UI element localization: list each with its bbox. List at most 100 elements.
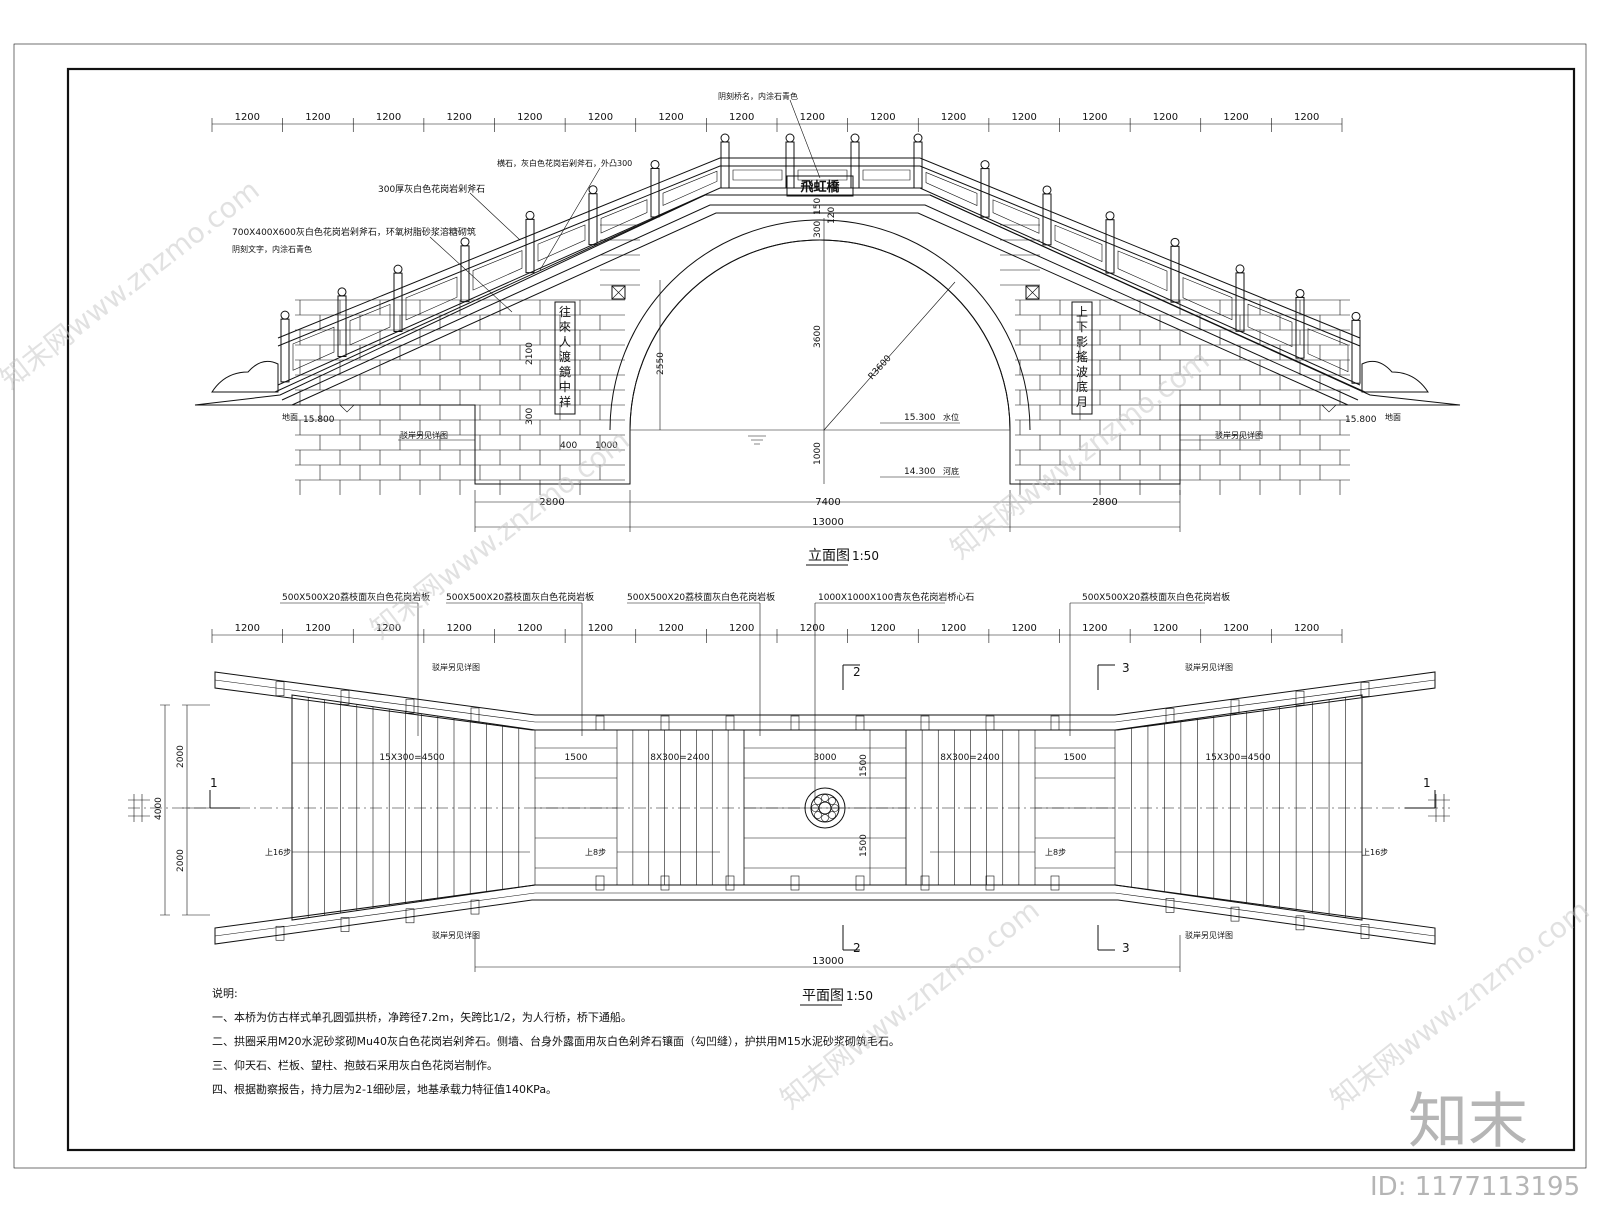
leader-cap — [539, 167, 601, 271]
railing-panel — [662, 170, 718, 206]
section-2-bottom: 2 — [853, 941, 861, 955]
bank-note-left: 驳岸另见详图 — [400, 430, 448, 440]
couplet-char: 月 — [1076, 395, 1088, 409]
rosette-petal — [828, 797, 836, 805]
water-symbol — [748, 435, 766, 445]
dim-value: 1200 — [1223, 112, 1248, 123]
plan-label-slab4: 500X500X20荔枝面灰白色花岗岩板 — [1082, 591, 1230, 603]
note-block: 700X400X600灰白色花岗岩剁斧石，环氧树脂砂浆溶糖砌筑 — [232, 226, 476, 238]
ground-mark-right — [1321, 404, 1337, 413]
post-cap — [720, 133, 730, 143]
plan-post — [790, 875, 800, 891]
dim-1000: 1000 — [813, 442, 823, 465]
deck-slab-under — [291, 212, 1349, 406]
plan-side-ticks — [160, 704, 210, 916]
railing-panels — [292, 169, 1349, 373]
drum-stone-left — [211, 360, 279, 393]
segment-dim: 15X300=4500 — [379, 753, 445, 763]
couplet-char: 鏡 — [559, 364, 571, 379]
rosette-petal — [814, 811, 822, 819]
post-cap — [913, 133, 923, 143]
dim-value: 1200 — [1223, 623, 1248, 634]
plan-steps-3: 上8步 — [1045, 848, 1066, 857]
plan-label-slab2: 500X500X20荔枝面灰白色花岗岩板 — [446, 591, 594, 603]
plan-bank-1: 驳岸另见详图 — [432, 662, 480, 672]
railing-panel — [1182, 277, 1233, 321]
rosette-petal — [828, 811, 836, 819]
couplet-right-board — [1071, 301, 1093, 415]
railing-panel — [1307, 328, 1349, 373]
dim-value: 1200 — [305, 112, 330, 123]
plan-post — [340, 690, 350, 705]
couplet-char: 搖 — [1076, 350, 1088, 364]
plan-label-slab1: 500X500X20荔枝面灰白色花岗岩板 — [282, 591, 430, 603]
plan-grid-center — [743, 730, 907, 885]
railing-post — [393, 272, 403, 333]
plan-parapet-bottom-inner — [214, 892, 1436, 937]
dim-value: 1200 — [588, 112, 613, 123]
dim-120: 120 — [827, 207, 837, 224]
railing-panel — [1247, 303, 1293, 348]
post-cap — [280, 310, 290, 320]
dim-value: 1200 — [305, 623, 330, 634]
plan-post — [470, 899, 480, 915]
post-cap — [337, 287, 347, 297]
rosette-petal — [821, 814, 829, 822]
plan-scale: 1:50 — [846, 989, 873, 1003]
ground-label-right: 地面 — [1385, 412, 1401, 422]
section-mark-2-bottom — [842, 925, 860, 951]
plan-post — [405, 698, 415, 714]
elev-bottom-dim-2: 7400 — [815, 497, 840, 508]
watermark-brand: 知末 — [1408, 1087, 1528, 1157]
plan-post — [275, 681, 285, 697]
plan-post — [725, 875, 735, 891]
plan-steps-1: 上16步 — [265, 848, 291, 857]
plan-side-dim-2: 2000 — [176, 849, 186, 872]
drum-stone-right — [1361, 360, 1429, 393]
railing-panel — [925, 172, 978, 206]
dim-value: 1200 — [729, 112, 754, 123]
post-cap — [785, 133, 795, 143]
railing-panel — [797, 169, 848, 181]
plan-post — [1295, 690, 1305, 706]
sheet-frame-outer — [13, 43, 1587, 1169]
dim-value: 1200 — [941, 112, 966, 123]
note-1: 一、本桥为仿古样式单孔圆弧拱桥，净跨径7.2m，矢跨比1/2，为人行桥，桥下通船… — [212, 1010, 632, 1024]
plan-post — [470, 707, 480, 723]
plan-symbol-right — [1428, 794, 1450, 822]
railing-post — [913, 141, 923, 189]
post-cap — [1351, 311, 1361, 321]
plan-post — [1165, 898, 1175, 913]
plan-post — [985, 875, 995, 891]
section-mark-1-left — [209, 790, 240, 809]
dim-value: 1200 — [376, 623, 401, 634]
couplet-char: 底 — [1076, 379, 1088, 394]
couplet-char: 上 — [1076, 305, 1088, 319]
railing-panel — [1054, 224, 1103, 262]
railing-panel — [862, 169, 911, 181]
railing-panel — [349, 303, 391, 346]
leader-block — [429, 236, 513, 313]
rosette-petal — [821, 794, 829, 802]
plan-total-dim: 13000 — [812, 956, 844, 967]
note-4: 四、根据勘察报告，持力层为2-1细砂层，地基承载力特征值140KPa。 — [212, 1082, 557, 1096]
plan-post — [660, 715, 670, 731]
railing-panel — [292, 326, 335, 371]
plan-post — [340, 917, 350, 932]
dim-value: 1200 — [800, 112, 825, 123]
plan-post — [1230, 906, 1240, 922]
couplet-char: 祥 — [559, 395, 571, 409]
dim-value: 1200 — [517, 623, 542, 634]
segment-dim: 3000 — [814, 753, 837, 763]
railing-post — [1170, 245, 1180, 303]
water-level-value: 15.300 — [904, 413, 936, 423]
section-mark-2-top — [842, 664, 860, 690]
dim-value: 1200 — [446, 623, 471, 634]
note-top-center: 阴刻桥名，内涂石青色 — [718, 91, 798, 101]
section-mark-3-bottom — [1097, 925, 1115, 951]
segment-dim: 15X300=4500 — [1205, 753, 1271, 763]
dim-value: 1200 — [376, 112, 401, 123]
